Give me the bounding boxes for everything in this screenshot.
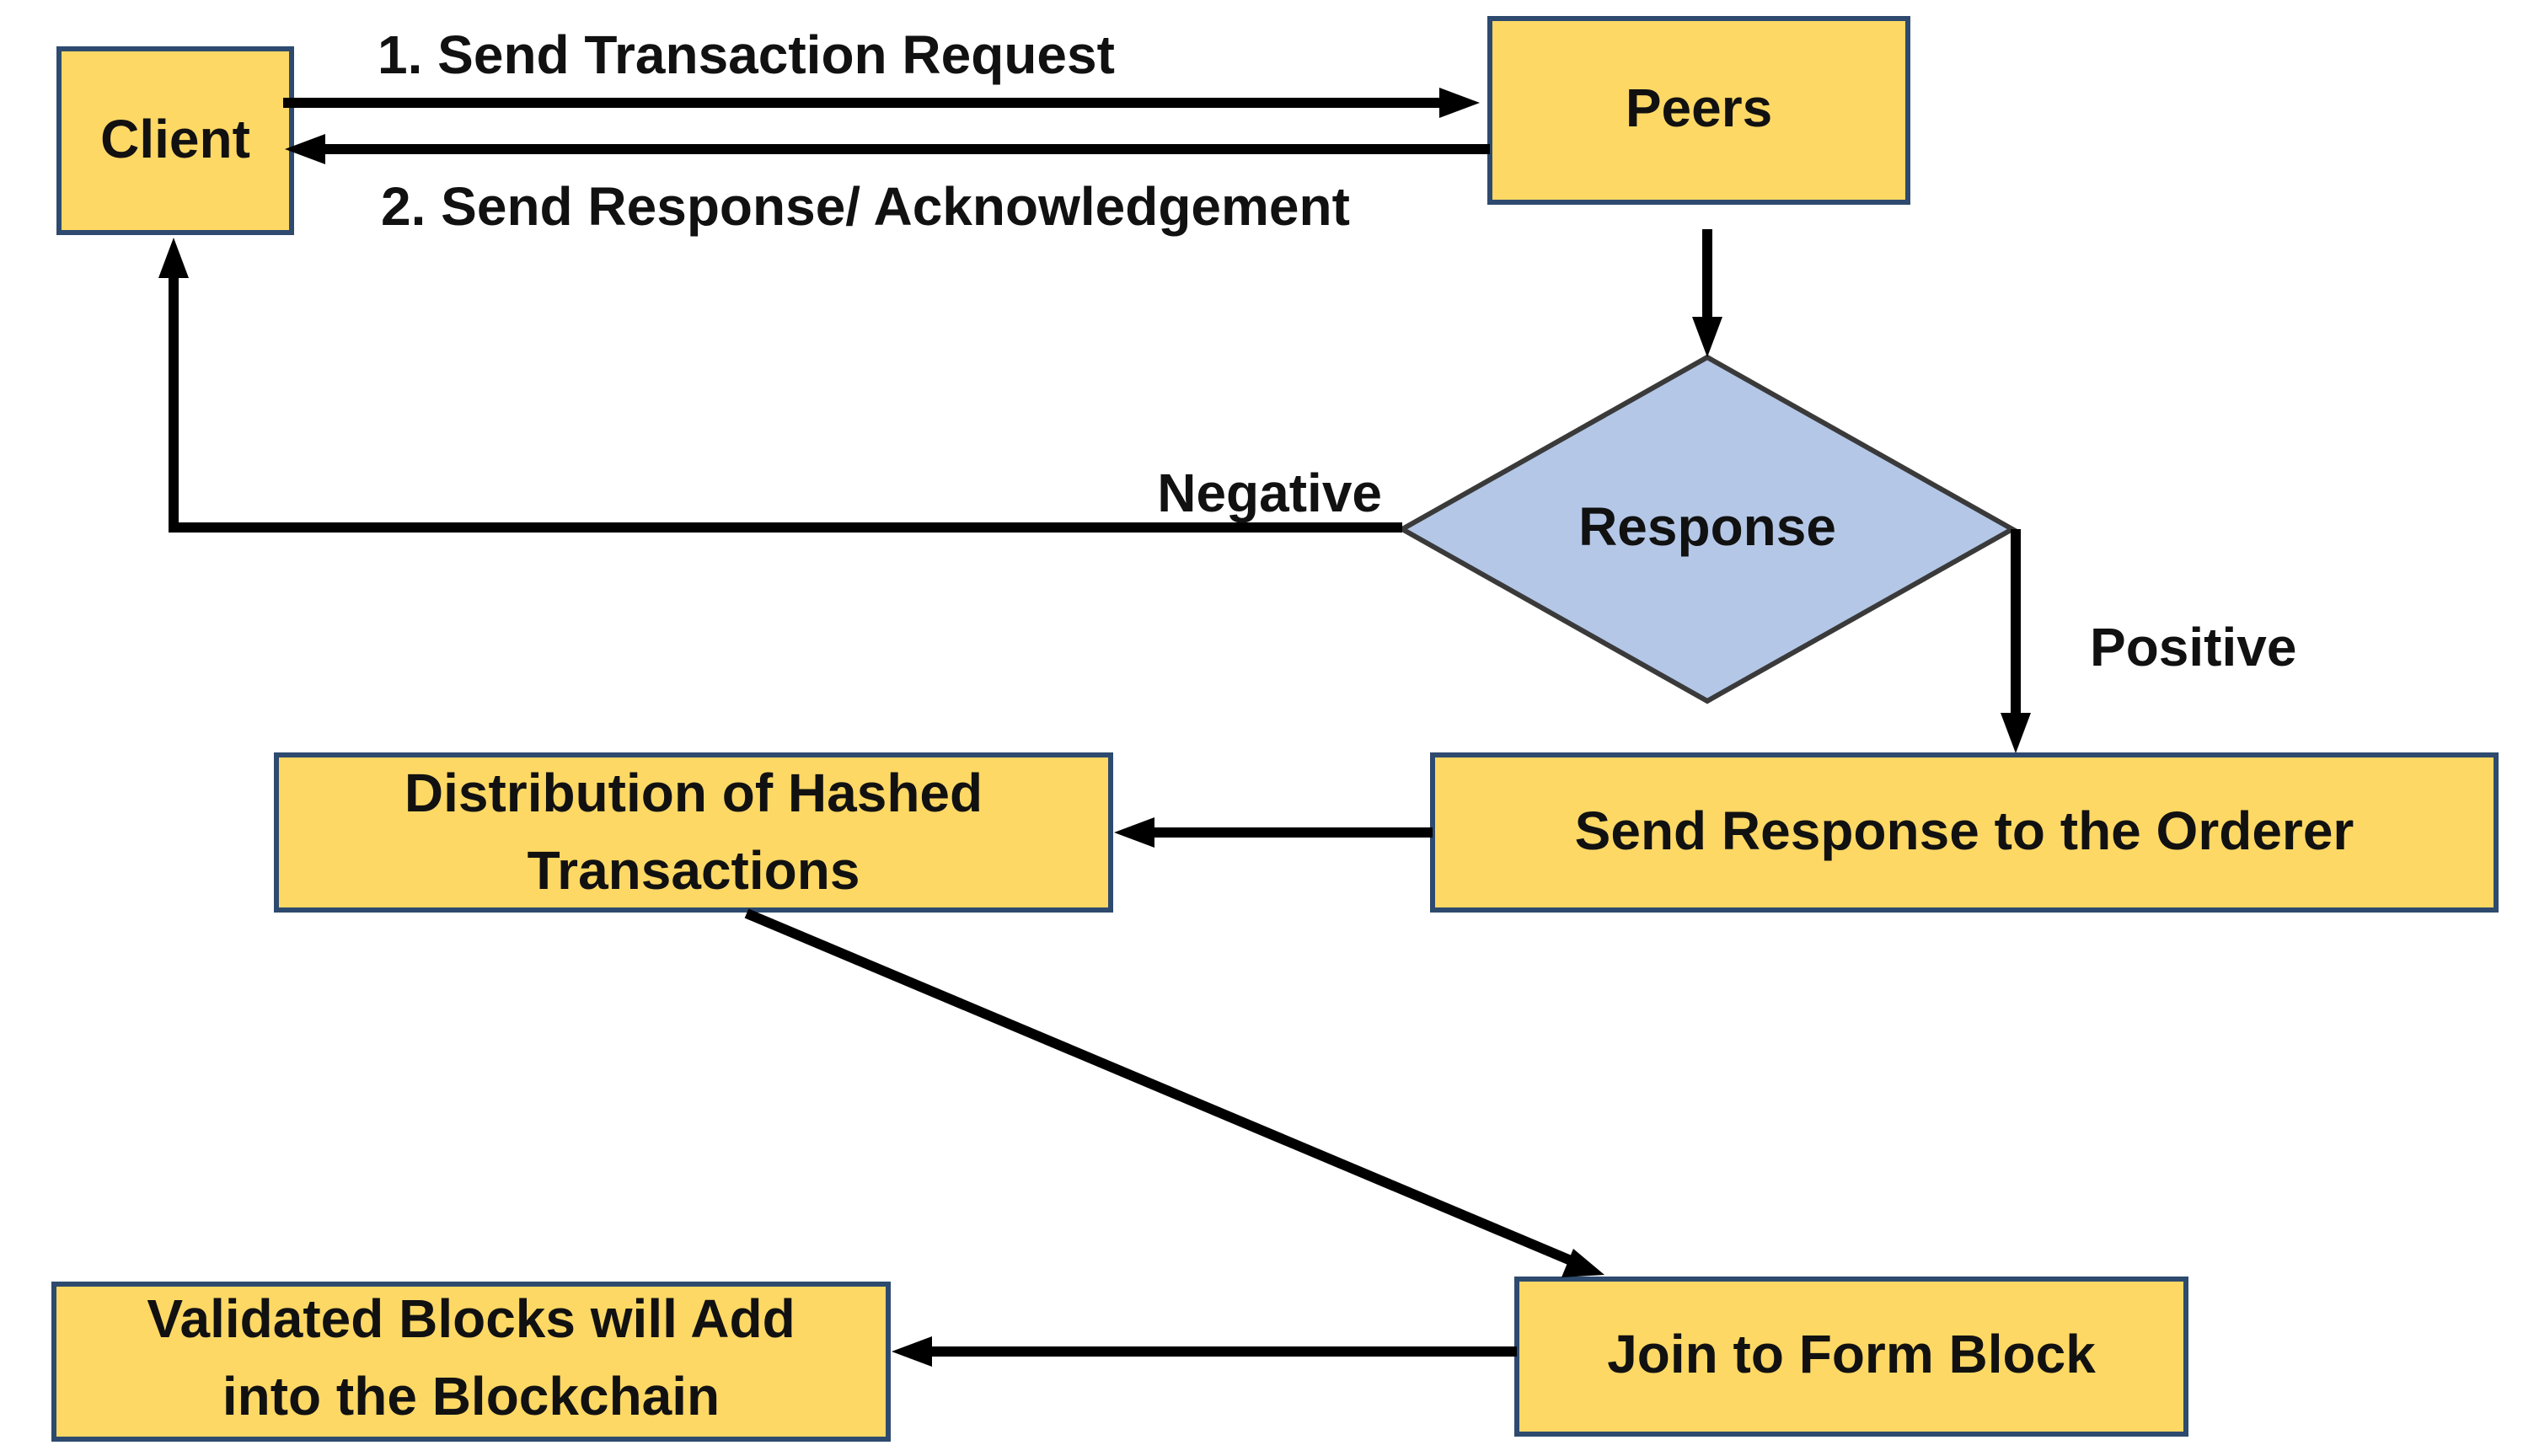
distribution-label-line1: Distribution of Hashed [404,763,983,823]
validated-label-line1: Validated Blocks will Add [147,1288,795,1349]
peers-box [1487,16,1910,205]
peers-node: Peers [1487,16,1910,205]
positive-label: Positive [2090,617,2296,677]
client-label: Client [100,109,250,169]
join-block-node: Join to Form Block [1514,1277,2188,1437]
send-orderer-box [1430,752,2499,913]
request-label: 1. Send Transaction Request [378,24,1115,85]
validated-box [51,1282,891,1442]
negative-label: Negative [1157,463,1382,523]
acknowledgement-label: 2. Send Response/ Acknowledgement [381,176,1350,237]
distribution-node: Distribution of Hashed Transactions [274,752,1113,913]
client-node: Client [56,46,294,235]
arrow-join-to-validated [892,1336,1517,1367]
validated-node: Validated Blocks will Add into the Block… [51,1282,891,1442]
arrow-orderer-to-distribution [1114,817,1433,848]
arrow-acknowledgement [285,134,1490,164]
response-decision: Response [1396,354,2018,704]
join-block-label: Join to Form Block [1607,1324,2096,1384]
peers-label: Peers [1626,78,1772,138]
arrow-distribution-to-join [744,908,1604,1277]
validated-label-line2: into the Blockchain [222,1366,720,1427]
response-label: Response [1578,496,1836,557]
send-orderer-label: Send Response to the Orderer [1575,800,2354,861]
decision-diamond [1396,354,2018,704]
arrow-negative-to-client [158,238,1402,533]
arrow-positive-to-orderer [2001,529,2031,753]
distribution-label-line2: Transactions [528,840,860,901]
client-box [56,46,294,235]
send-orderer-node: Send Response to the Orderer [1430,752,2499,913]
distribution-box [274,752,1113,913]
arrow-request [283,88,1480,118]
arrow-peers-to-response [1692,229,1722,357]
